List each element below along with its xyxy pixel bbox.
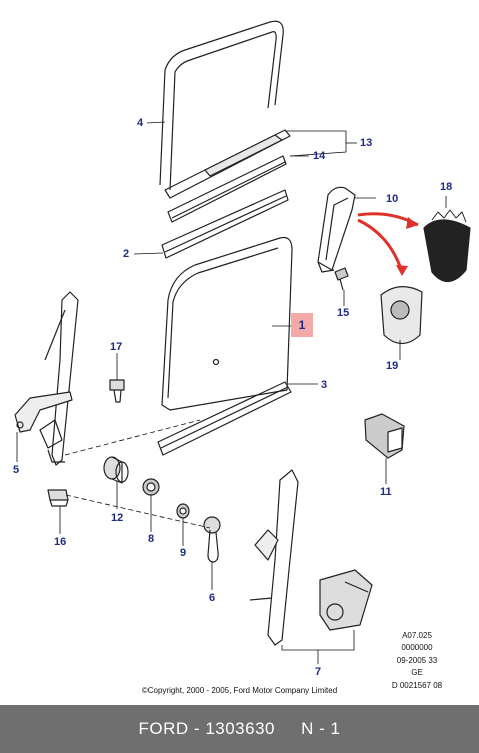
outer-belt-weatherstrip [164, 129, 291, 199]
callout-10: 10 [386, 193, 399, 205]
footer-bar: FORD - 1303630 N - 1 [0, 705, 479, 753]
glass-rail-upper [161, 189, 289, 259]
callout-3: 3 [321, 379, 328, 391]
parts-drawing [14, 20, 471, 664]
footer-gap [275, 719, 301, 739]
ghia-badge [423, 209, 471, 283]
reference-line-3: 09-2005 33 [396, 656, 438, 665]
reference-line-2: 0000000 [401, 643, 433, 652]
callout-16: 16 [54, 536, 67, 548]
callout-4: 4 [137, 117, 144, 129]
callout-18: 18 [440, 181, 453, 193]
arrowhead-18 [406, 217, 418, 229]
window-crank-handle [203, 516, 221, 563]
callout-14: 14 [313, 150, 326, 162]
callout-7: 7 [315, 666, 322, 678]
footer-part-number: 1303630 [205, 719, 275, 738]
spacer-washer [176, 503, 190, 519]
callout-8: 8 [148, 533, 155, 545]
callout-12: 12 [111, 512, 124, 524]
callout-13: 13 [360, 137, 373, 149]
bezel [142, 478, 160, 496]
glass-run-channel [159, 20, 284, 191]
door-glass [161, 236, 293, 411]
footer-sep: - [188, 719, 206, 738]
window-regulator [14, 291, 79, 466]
callout-11: 11 [380, 486, 392, 498]
callout-5: 5 [13, 464, 20, 476]
footer-brand: FORD [138, 719, 189, 738]
reference-line-5: D 0021567 08 [391, 681, 443, 690]
reference-line-1: A07.025 [402, 631, 432, 640]
quarter-glass [317, 186, 356, 273]
callout-2: 2 [123, 248, 130, 260]
silver-badge [380, 286, 423, 345]
callout-6: 6 [209, 592, 216, 604]
window-switch [364, 413, 405, 459]
inner-belt-weatherstrip [167, 155, 287, 223]
leader-lines [16, 121, 447, 664]
screw [334, 267, 349, 291]
bushing [103, 456, 129, 484]
glass-bottom-channel [157, 381, 292, 456]
copyright-notice: ©Copyright, 2000 - 2005, Ford Motor Comp… [141, 686, 338, 695]
footer-position: N - 1 [301, 719, 341, 738]
callout-9: 9 [180, 547, 187, 559]
arrowhead-19 [396, 265, 408, 276]
callout-15: 15 [337, 307, 350, 319]
power-window-regulator [249, 469, 373, 646]
regulator-slider [47, 489, 69, 507]
bolt [109, 379, 125, 403]
arrow-to-badge-19 [357, 218, 404, 273]
exploded-parts-diagram [14, 20, 471, 664]
callout-1: 1 [291, 313, 313, 337]
reference-line-4: GE [411, 668, 423, 677]
callout-17: 17 [110, 341, 123, 353]
callout-19: 19 [386, 360, 399, 372]
